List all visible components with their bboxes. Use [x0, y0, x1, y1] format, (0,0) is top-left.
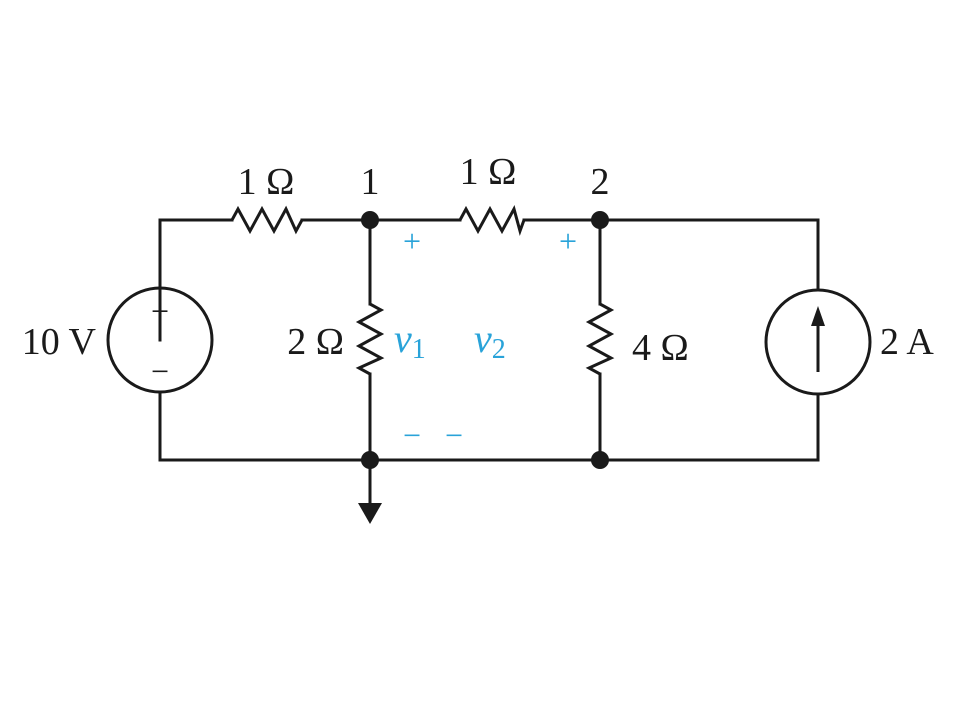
v2-subscript: 2 [492, 334, 506, 365]
label-node-2: 2 [591, 161, 610, 203]
label-r-shunt-right: 4 Ω [632, 327, 689, 369]
v1-minus: − [403, 417, 421, 453]
label-voltage-source: 10 V [22, 321, 97, 363]
resistor-2ohm [355, 302, 385, 376]
resistor-4ohm [585, 302, 615, 376]
voltage-source-plus: + [151, 293, 169, 329]
resistor-1ohm-middle [458, 205, 526, 236]
node-dot-bottom-right [591, 451, 609, 469]
wire-top-left [158, 218, 234, 342]
current-source-circle [764, 288, 872, 396]
node-dot-1 [361, 211, 379, 229]
node-dot-2 [591, 211, 609, 229]
label-r-mid-top: 1 Ω [460, 151, 517, 193]
v1-subscript: 1 [412, 334, 426, 365]
wire-bottom [158, 390, 820, 462]
ground-arrow-icon [358, 503, 382, 524]
voltage-source-minus: − [151, 353, 169, 389]
voltage-source-circle [106, 286, 214, 394]
label-v1: v1 [394, 316, 426, 365]
resistor-1ohm-left [230, 205, 304, 235]
label-node-1: 1 [361, 161, 380, 203]
label-r-left-top: 1 Ω [238, 161, 295, 203]
node-dot-bottom-left [361, 451, 379, 469]
v1-plus: + [403, 223, 421, 259]
label-current-source: 2 A [880, 321, 934, 363]
arrow-up-icon [811, 306, 825, 372]
v2-plus: + [559, 223, 577, 259]
v1-symbol: v [394, 316, 412, 361]
v2-minus: − [445, 417, 463, 453]
label-r-shunt-left: 2 Ω [287, 321, 344, 363]
v2-symbol: v [474, 316, 492, 361]
label-v2: v2 [474, 316, 506, 365]
